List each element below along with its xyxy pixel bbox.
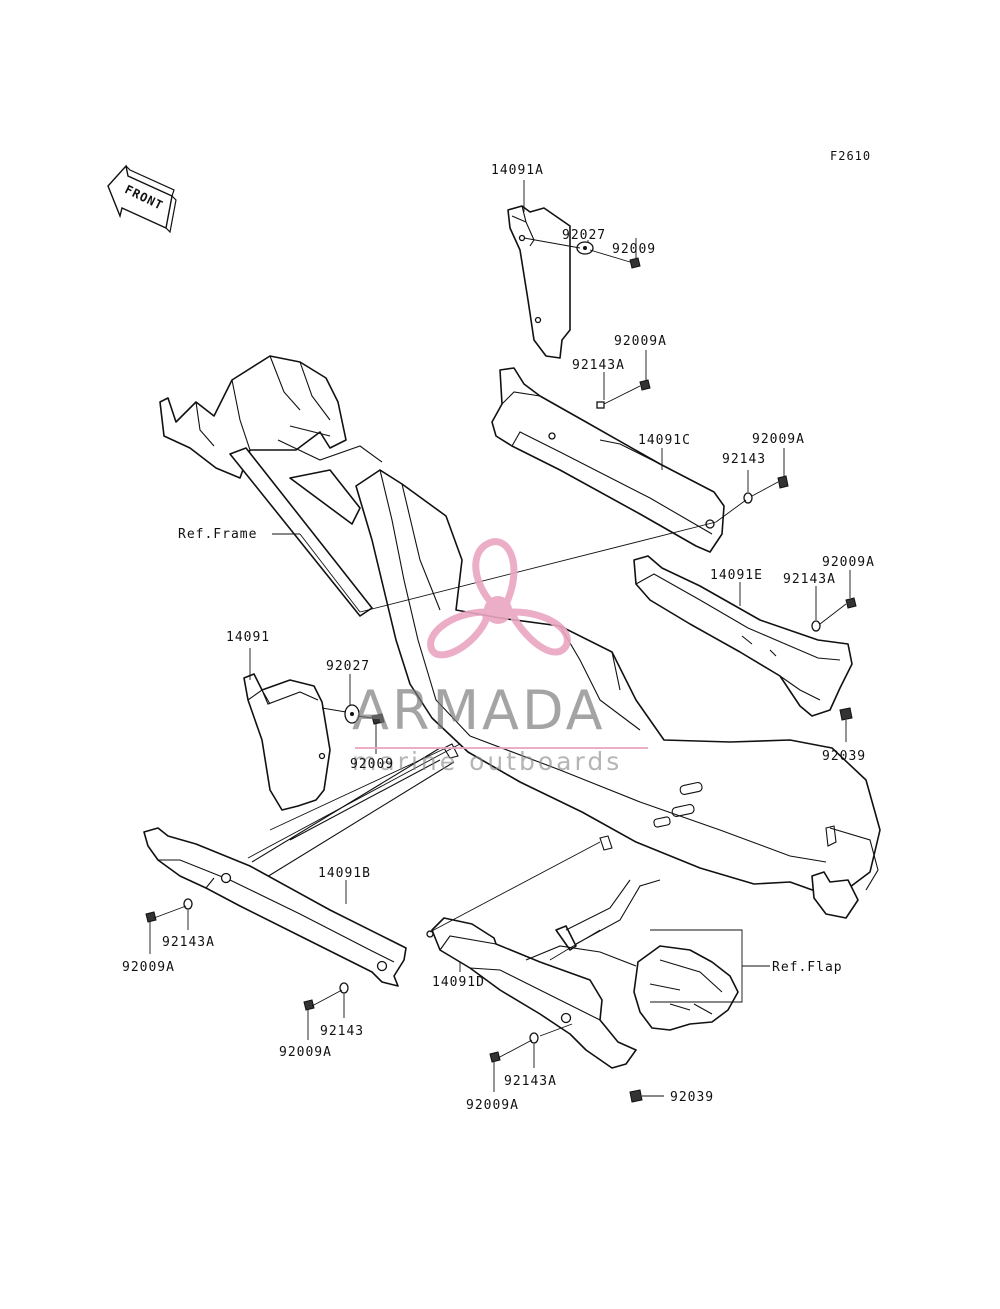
label-14091C: 14091C [638, 433, 691, 448]
label-ref-frame: Ref.Frame [178, 527, 257, 542]
label-92143A-e: 92143A [783, 572, 836, 587]
label-92009A-d: 92009A [466, 1098, 519, 1113]
hardware-drawing [145, 241, 857, 1103]
figure-code: F2610 [830, 149, 871, 163]
part-14091A-drawing [507, 205, 571, 359]
label-92143A-c: 92143A [572, 358, 625, 373]
part-14091-drawing [243, 673, 331, 811]
label-ref-flap: Ref.Flap [772, 960, 843, 975]
label-14091E: 14091E [710, 568, 763, 583]
label-92143A-b: 92143A [162, 935, 215, 950]
label-92009A-c: 92009A [614, 334, 667, 349]
leader-lines [149, 180, 851, 1097]
label-14091: 14091 [226, 630, 270, 645]
label-92143-b: 92143 [320, 1024, 364, 1039]
propeller-logo-icon [427, 538, 571, 659]
part-14091B-drawing [143, 827, 407, 987]
part-labels: 14091A 92027 92009 92009A 92143A 14091C … [122, 163, 875, 1113]
label-92009A-b: 92009A [122, 960, 175, 975]
label-92009-mid: 92009 [350, 757, 394, 772]
label-92143-c: 92143 [722, 452, 766, 467]
part-14091C-drawing [491, 367, 725, 553]
watermark-brand: ARMADA [352, 679, 606, 742]
label-14091B: 14091B [318, 866, 371, 881]
label-92009A-b2: 92009A [279, 1045, 332, 1060]
label-92009-top: 92009 [612, 242, 656, 257]
label-92143A-d: 92143A [504, 1074, 557, 1089]
label-92039-d: 92039 [670, 1090, 714, 1105]
watermark-tagline: marine outboards [352, 747, 622, 776]
label-92009A-c2: 92009A [752, 432, 805, 447]
label-92009A-e: 92009A [822, 555, 875, 570]
label-14091A: 14091A [491, 163, 544, 178]
front-arrow-icon: FRONT [107, 164, 177, 234]
label-92027-top: 92027 [562, 228, 606, 243]
flap-drawing [525, 945, 739, 1031]
label-92039-e: 92039 [822, 749, 866, 764]
part-14091D-drawing [426, 917, 637, 1069]
label-92027-mid: 92027 [326, 659, 370, 674]
watermark: ARMADA marine outboards [352, 538, 648, 776]
label-14091D: 14091D [432, 975, 485, 990]
part-14091E-drawing [633, 555, 853, 717]
frame-drawing [159, 355, 881, 951]
